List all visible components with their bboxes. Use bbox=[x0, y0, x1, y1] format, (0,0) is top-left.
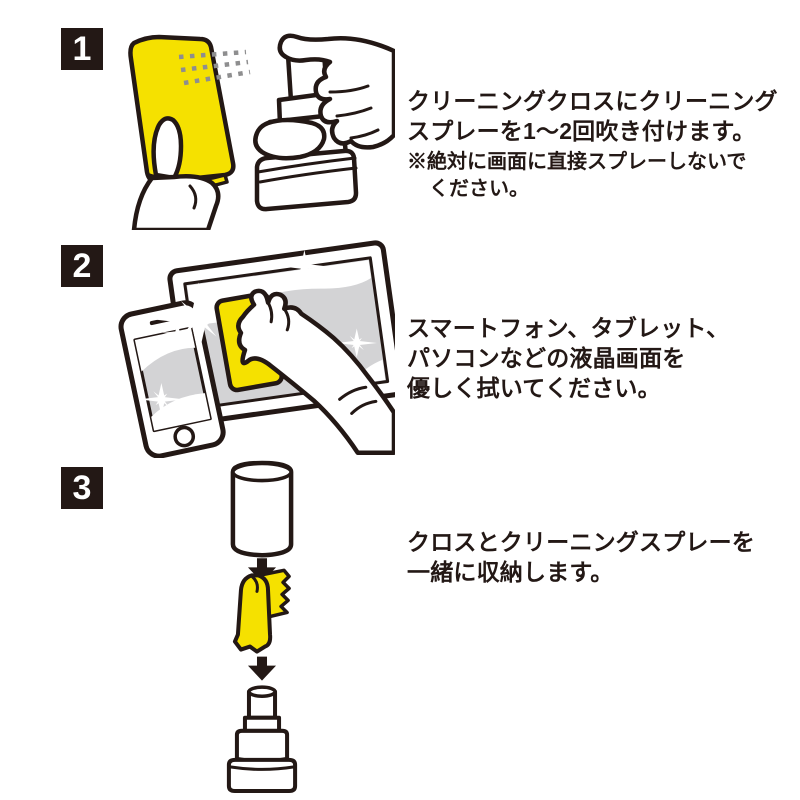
folded-cloth-icon bbox=[232, 568, 291, 654]
step-2-line-2: パソコンなどの液晶画面を bbox=[407, 345, 686, 371]
store-cloth-and-spray-illustration bbox=[226, 460, 298, 793]
hand-holding-cloth-icon bbox=[131, 116, 221, 230]
step-3-line-2: 一緒に収納します。 bbox=[407, 559, 614, 585]
step-3-text: クロスとクリーニングスプレーを 一緒に収納します。 bbox=[407, 527, 755, 587]
step-3-number-badge: 3 bbox=[61, 467, 103, 509]
spray-cleaner-onto-cloth-illustration bbox=[128, 33, 395, 230]
step-2-number-badge: 2 bbox=[61, 245, 103, 287]
step-1-note-2: ください。 bbox=[429, 178, 529, 200]
wiping-hand-icon bbox=[236, 288, 395, 455]
spray-mist-dots-icon bbox=[178, 49, 251, 86]
spray-bottle-base-icon bbox=[226, 685, 298, 793]
hand-pressing-spray-icon bbox=[253, 33, 395, 161]
wipe-device-screens-illustration bbox=[118, 240, 395, 458]
step-1-note-1: ※絶対に画面に直接スプレーしないで bbox=[407, 151, 747, 173]
step-3-line-1: クロスとクリーニングスプレーを bbox=[407, 529, 755, 555]
step-2-text: スマートフォン、タブレット、 パソコンなどの液晶画面を 優しく拭いてください。 bbox=[407, 313, 729, 403]
step-2-line-3: 優しく拭いてください。 bbox=[407, 375, 661, 401]
step-1-text: クリーニングクロスにクリーニング スプレーを1〜2回吹き付けます。 ※絶対に画面… bbox=[407, 86, 778, 203]
arrow-down-icon bbox=[247, 656, 277, 681]
step-2-line-1: スマートフォン、タブレット、 bbox=[407, 315, 730, 341]
step-1-line-2: スプレーを1〜2回吹き付けます。 bbox=[407, 118, 756, 144]
container-cap-icon bbox=[230, 460, 294, 558]
arrow-down-icon bbox=[247, 558, 277, 583]
step-1-line-1: クリーニングクロスにクリーニング bbox=[407, 88, 778, 114]
step-1-number-badge: 1 bbox=[61, 28, 103, 70]
cleaning-cloth-icon bbox=[128, 34, 236, 191]
